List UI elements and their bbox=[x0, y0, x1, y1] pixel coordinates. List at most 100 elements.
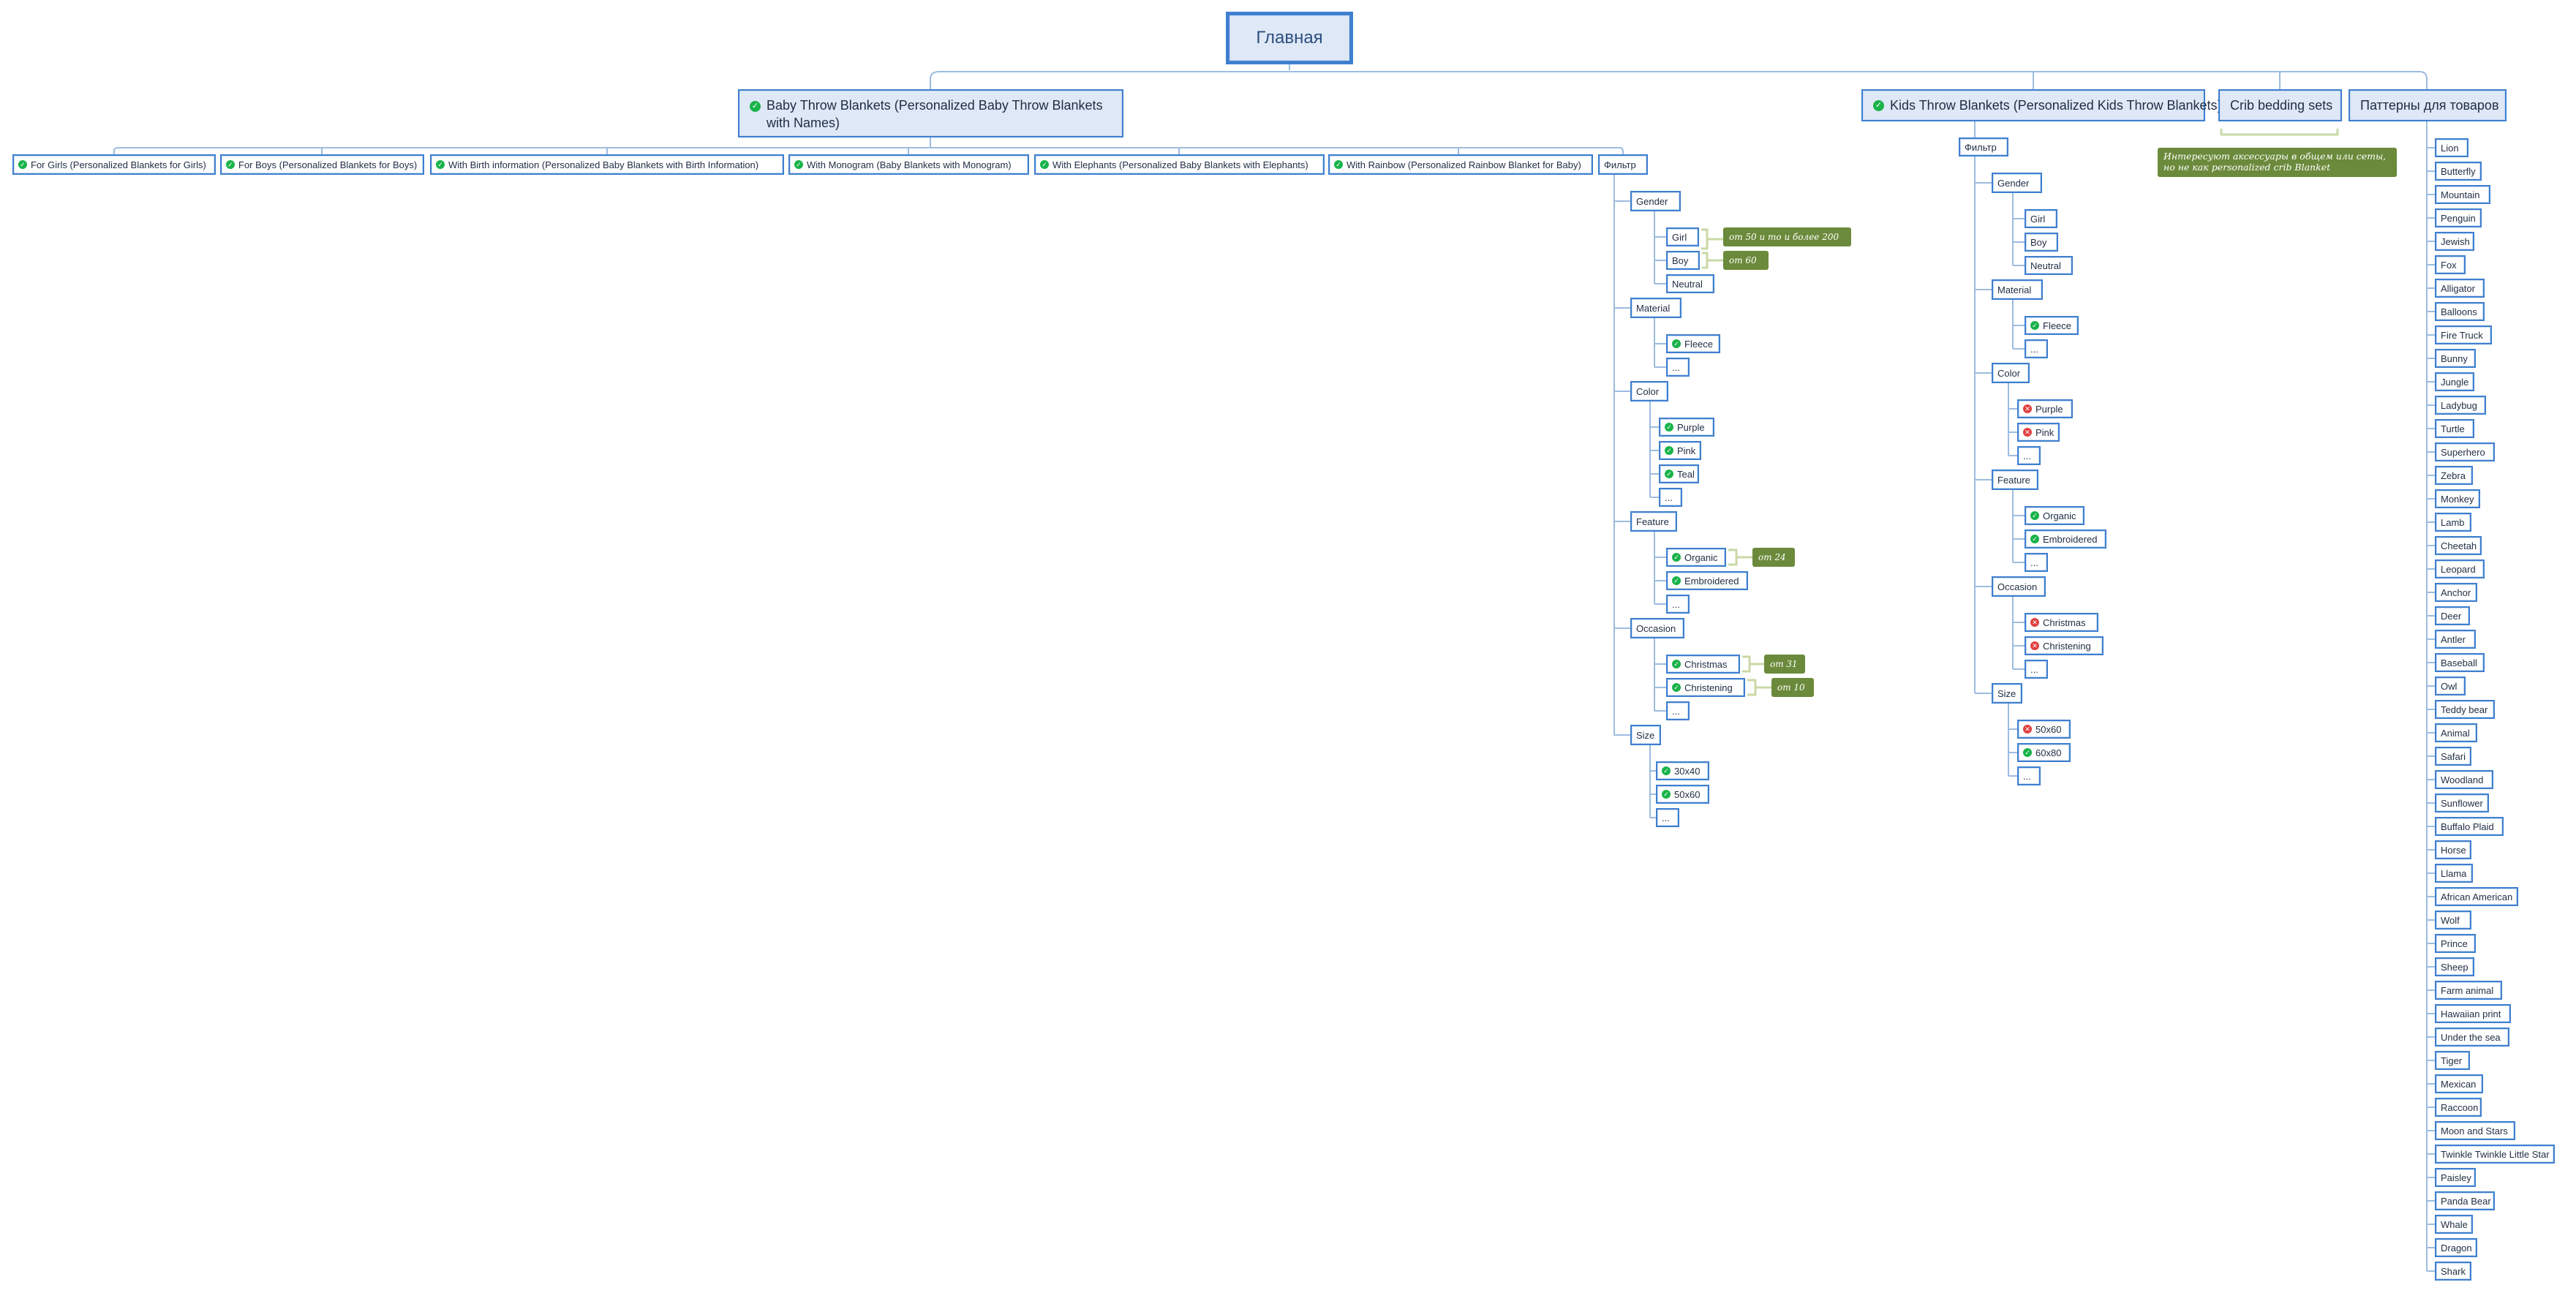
kids-feature-more[interactable]: ... bbox=[2025, 553, 2048, 572]
pattern-item[interactable]: Balloons bbox=[2435, 302, 2485, 321]
pattern-item[interactable]: Jungle bbox=[2435, 372, 2474, 391]
kids-size-50x60[interactable]: ✕50x60 bbox=[2017, 720, 2071, 739]
pattern-item[interactable]: Antler bbox=[2435, 630, 2476, 649]
pattern-item[interactable]: African American bbox=[2435, 887, 2518, 906]
baby-material-more[interactable]: ... bbox=[1666, 358, 1690, 377]
pattern-item[interactable]: Anchor bbox=[2435, 583, 2477, 602]
kids-filter-gender[interactable]: Gender bbox=[1992, 173, 2042, 193]
pattern-item[interactable]: Sheep bbox=[2435, 957, 2474, 976]
pattern-item[interactable]: Zebra bbox=[2435, 466, 2473, 485]
baby-feature-more[interactable]: ... bbox=[1666, 595, 1690, 614]
pattern-item[interactable]: Turtle bbox=[2435, 419, 2474, 438]
baby-child-with-birth-information[interactable]: ✓ With Birth information (Personalized B… bbox=[430, 154, 784, 175]
pattern-item[interactable]: Monkey bbox=[2435, 489, 2480, 508]
kids-filter-occasion[interactable]: Occasion bbox=[1992, 576, 2046, 597]
kids-filter-feature[interactable]: Feature bbox=[1992, 470, 2038, 490]
pattern-item[interactable]: Owl bbox=[2435, 676, 2466, 695]
baby-child-for-boys[interactable]: ✓ For Boys (Personalized Blankets for Bo… bbox=[220, 154, 424, 175]
baby-filter-occasion[interactable]: Occasion bbox=[1630, 618, 1684, 638]
pattern-item[interactable]: Deer bbox=[2435, 606, 2470, 625]
pattern-item[interactable]: Lamb bbox=[2435, 513, 2471, 532]
kids-filter-material[interactable]: Material bbox=[1992, 279, 2043, 300]
baby-occasion-christening[interactable]: ✓Christening bbox=[1666, 678, 1745, 697]
kids-occasion-christmas[interactable]: ✕Christmas bbox=[2025, 613, 2098, 632]
pattern-item[interactable]: Lion bbox=[2435, 138, 2468, 157]
baby-filter-gender[interactable]: Gender bbox=[1630, 191, 1681, 211]
baby-feature-organic[interactable]: ✓Organic bbox=[1666, 548, 1726, 567]
kids-throw-blankets-node[interactable]: ✓ Kids Throw Blankets (Personalized Kids… bbox=[1861, 89, 2222, 121]
baby-size-more[interactable]: ... bbox=[1656, 808, 1679, 827]
kids-occasion-more[interactable]: ... bbox=[2025, 660, 2048, 679]
baby-throw-blankets-node[interactable]: ✓ Baby Throw Blankets (Personalized Baby… bbox=[738, 89, 1123, 137]
kids-material-more[interactable]: ... bbox=[2025, 339, 2048, 358]
pattern-item[interactable]: Superhero bbox=[2435, 442, 2495, 461]
pattern-item[interactable]: Under the sea bbox=[2435, 1028, 2509, 1047]
pattern-item[interactable]: Tiger bbox=[2435, 1051, 2470, 1070]
pattern-item[interactable]: Shark bbox=[2435, 1262, 2471, 1281]
baby-size-50x60[interactable]: ✓50x60 bbox=[1656, 785, 1709, 804]
kids-color-more[interactable]: ... bbox=[2017, 446, 2041, 465]
pattern-item[interactable]: Alligator bbox=[2435, 279, 2485, 298]
pattern-item[interactable]: Farm animal bbox=[2435, 981, 2502, 1000]
kids-filter-node[interactable]: Фильтр bbox=[1959, 137, 2008, 157]
kids-occasion-christening[interactable]: ✕Christening bbox=[2025, 636, 2104, 655]
kids-gender-neutral[interactable]: Neutral bbox=[2025, 256, 2073, 275]
baby-feature-embroidered[interactable]: ✓Embroidered bbox=[1666, 571, 1748, 590]
pattern-item[interactable]: Paisley bbox=[2435, 1168, 2476, 1187]
pattern-item[interactable]: Cheetah bbox=[2435, 536, 2482, 555]
baby-child-for-girls[interactable]: ✓ For Girls (Personalized Blankets for G… bbox=[12, 154, 216, 175]
pattern-item[interactable]: Moon and Stars bbox=[2435, 1121, 2515, 1140]
pattern-item[interactable]: Mountain bbox=[2435, 185, 2490, 204]
kids-filter-color[interactable]: Color bbox=[1992, 363, 2030, 383]
baby-occasion-christmas[interactable]: ✓Christmas bbox=[1666, 655, 1740, 674]
kids-feature-embroidered[interactable]: ✓Embroidered bbox=[2025, 529, 2106, 549]
baby-filter-size[interactable]: Size bbox=[1630, 725, 1661, 745]
kids-color-pink[interactable]: ✕Pink bbox=[2017, 423, 2060, 442]
pattern-item[interactable]: Woodland bbox=[2435, 770, 2493, 789]
baby-material-fleece[interactable]: ✓Fleece bbox=[1666, 334, 1720, 353]
baby-color-teal[interactable]: ✓Teal bbox=[1659, 464, 1699, 483]
pattern-item[interactable]: Animal bbox=[2435, 723, 2477, 742]
kids-gender-boy[interactable]: Boy bbox=[2025, 233, 2058, 252]
pattern-item[interactable]: Llama bbox=[2435, 864, 2473, 883]
baby-gender-girl[interactable]: Girl bbox=[1666, 227, 1699, 246]
pattern-item[interactable]: Teddy bear bbox=[2435, 700, 2495, 719]
pattern-item[interactable]: Twinkle Twinkle Little Star bbox=[2435, 1145, 2555, 1164]
pattern-item[interactable]: Sunflower bbox=[2435, 793, 2489, 813]
pattern-item[interactable]: Jewish bbox=[2435, 232, 2474, 251]
root-node[interactable]: Главная bbox=[1226, 12, 1353, 64]
pattern-item[interactable]: Horse bbox=[2435, 840, 2471, 859]
pattern-item[interactable]: Fire Truck bbox=[2435, 325, 2492, 344]
baby-filter-feature[interactable]: Feature bbox=[1630, 511, 1677, 532]
baby-occasion-more[interactable]: ... bbox=[1666, 701, 1690, 720]
baby-child-with-monogram[interactable]: ✓ With Monogram (Baby Blankets with Mono… bbox=[788, 154, 1029, 175]
kids-filter-size[interactable]: Size bbox=[1992, 683, 2022, 704]
patterns-node[interactable]: Паттерны для товаров bbox=[2349, 89, 2507, 121]
pattern-item[interactable]: Butterfly bbox=[2435, 162, 2482, 181]
pattern-item[interactable]: Safari bbox=[2435, 747, 2471, 766]
kids-size-more[interactable]: ... bbox=[2017, 766, 2041, 785]
baby-child-with-elephants[interactable]: ✓ With Elephants (Personalized Baby Blan… bbox=[1034, 154, 1325, 175]
pattern-item[interactable]: Wolf bbox=[2435, 911, 2471, 930]
baby-color-purple[interactable]: ✓Purple bbox=[1659, 418, 1714, 437]
baby-filter-node[interactable]: Фильтр bbox=[1598, 154, 1648, 175]
pattern-item[interactable]: Panda Bear bbox=[2435, 1191, 2495, 1210]
baby-color-pink[interactable]: ✓Pink bbox=[1659, 441, 1701, 460]
crib-bedding-sets-node[interactable]: Crib bedding sets bbox=[2218, 89, 2342, 121]
pattern-item[interactable]: Dragon bbox=[2435, 1238, 2477, 1257]
baby-gender-boy[interactable]: Boy bbox=[1666, 251, 1700, 270]
kids-size-60x80[interactable]: ✓60x80 bbox=[2017, 743, 2071, 762]
kids-gender-girl[interactable]: Girl bbox=[2025, 209, 2057, 228]
kids-color-purple[interactable]: ✕Purple bbox=[2017, 399, 2073, 418]
kids-material-fleece[interactable]: ✓Fleece bbox=[2025, 316, 2079, 335]
baby-gender-neutral[interactable]: Neutral bbox=[1666, 274, 1714, 293]
pattern-item[interactable]: Prince bbox=[2435, 934, 2476, 953]
pattern-item[interactable]: Hawaiian print bbox=[2435, 1004, 2511, 1023]
baby-filter-material[interactable]: Material bbox=[1630, 298, 1681, 318]
pattern-item[interactable]: Bunny bbox=[2435, 349, 2476, 368]
pattern-item[interactable]: Buffalo Plaid bbox=[2435, 817, 2504, 836]
pattern-item[interactable]: Ladybug bbox=[2435, 396, 2486, 415]
baby-filter-color[interactable]: Color bbox=[1630, 381, 1668, 402]
baby-child-with-rainbow[interactable]: ✓ With Rainbow (Personalized Rainbow Bla… bbox=[1328, 154, 1593, 175]
pattern-item[interactable]: Mexican bbox=[2435, 1074, 2483, 1093]
